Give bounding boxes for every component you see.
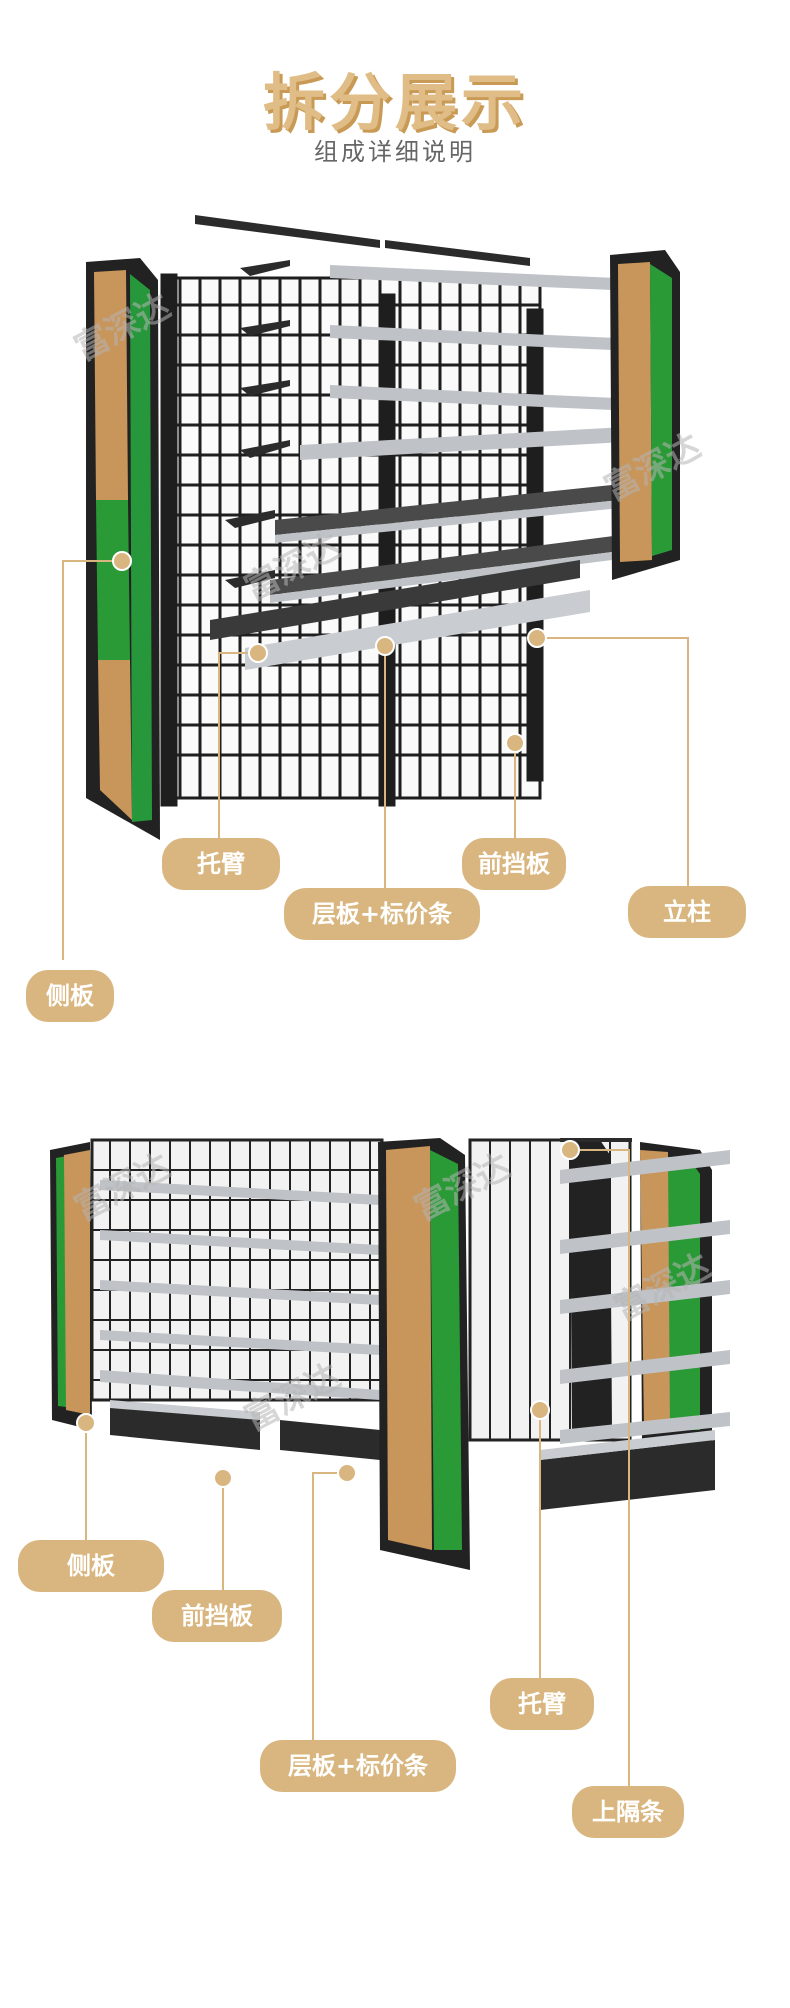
bracket-callout-line [218,652,248,654]
upright-callout-dot [527,628,547,648]
mesh-back-panel-part [160,273,544,807]
front-baffle-callout-dot [505,733,525,753]
top-bar-part [195,215,530,266]
shelf-callout-line [384,656,386,890]
label-side-panel-2: 侧板 [18,1540,164,1592]
label-bracket: 托臂 [162,838,280,890]
shelf-callout-dot [375,636,395,656]
side-panel-callout-line [85,1433,87,1543]
shelf-callout-line [312,1472,314,1752]
shelf-callout-dot [337,1463,357,1483]
front-baffle-callout-line [514,753,516,841]
brackets-part [225,260,290,588]
page-title: 拆分展示 [262,66,527,139]
front-baffle-callout-line [222,1488,224,1592]
label-shelf-price-2: 层板+标价条 [260,1740,456,1792]
label-top-bar: 上隔条 [572,1786,684,1838]
label-upright: 立柱 [628,886,746,938]
bracket-callout-line [539,1420,541,1680]
shelves-part [210,265,660,670]
label-front-baffle-2: 前挡板 [152,1590,282,1642]
upright-callout-line [687,637,689,889]
assembled-shelf-illustration [50,1138,730,1570]
side-panel-callout-dot [76,1413,96,1433]
bracket-callout-line [218,652,220,842]
side-panel-callout-line [62,560,64,960]
page-subtitle: 组成详细说明 [314,138,476,166]
shelf-callout-line [312,1472,337,1474]
left-shelf-unit [50,1138,384,1460]
top-bar-callout-line [580,1149,630,1151]
exploded-shelf-illustration [86,215,680,840]
upright-callout-line [547,637,687,639]
label-shelf-price: 层板+标价条 [284,888,480,940]
label-bracket-2: 托臂 [490,1678,594,1730]
center-side-panel [378,1138,470,1570]
front-baffle-callout-dot [213,1468,233,1488]
label-side-panel: 侧板 [26,970,114,1022]
bracket-callout-dot [530,1400,550,1420]
bracket-callout-dot [248,643,268,663]
left-side-panel-part [86,258,160,840]
top-divider-bar [560,1138,632,1142]
side-panel-callout-line [62,560,112,562]
side-panel-callout-dot [112,551,132,571]
right-shelf-unit [468,1138,730,1510]
right-side-panel-part [610,250,680,580]
label-front-baffle: 前挡板 [462,838,566,890]
top-bar-callout-dot [560,1140,580,1160]
top-bar-callout-line [628,1149,630,1789]
